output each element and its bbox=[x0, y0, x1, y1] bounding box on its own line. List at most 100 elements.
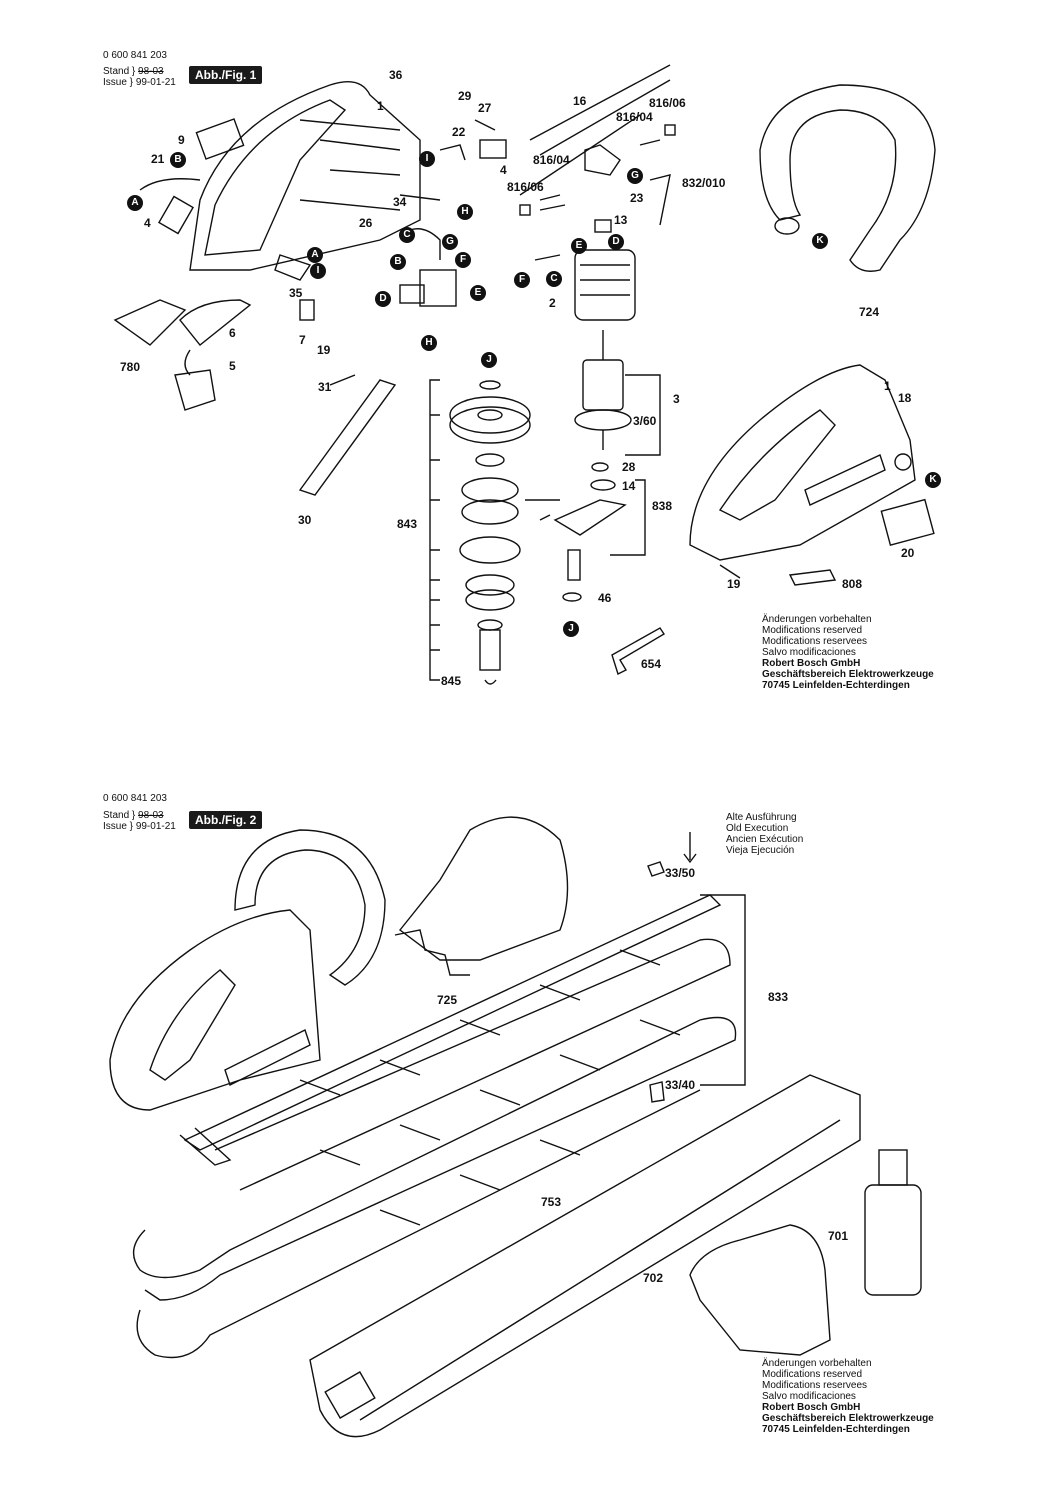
fig2-label-725: 725 bbox=[437, 993, 458, 1007]
fig2-old-line3: Ancien Exécution bbox=[726, 834, 804, 845]
fig1-callout-h1: H bbox=[457, 204, 473, 220]
fig2-label-701: 701 bbox=[828, 1229, 849, 1243]
fig2-old-date: 98-03 bbox=[138, 810, 164, 821]
fig2-stand-label: Stand bbox=[103, 810, 130, 821]
fig1-callout-a2: A bbox=[307, 247, 323, 263]
trimmer-body bbox=[109, 909, 321, 1111]
fig1-note-line2: Modifications reserved bbox=[762, 625, 863, 636]
fig1-label-724: 724 bbox=[859, 305, 880, 319]
fig1-label-31: 31 bbox=[318, 380, 332, 394]
fig1-callout-k1: K bbox=[812, 233, 828, 249]
trimmer-handle bbox=[234, 829, 386, 986]
fig1-date: 99-01-21 bbox=[135, 77, 176, 88]
fig1-label-816-04a: 816/04 bbox=[616, 110, 653, 124]
fig2-note-line3: Modifications reservees bbox=[762, 1380, 868, 1391]
fig1-callout-j2: J bbox=[563, 621, 579, 637]
fig1-label-26: 26 bbox=[359, 216, 373, 230]
fig2-part-number: 0 600 841 203 bbox=[103, 793, 167, 804]
blade-scabbard bbox=[309, 1074, 861, 1438]
fig2-old-line2: Old Execution bbox=[726, 823, 789, 834]
cutter-bar bbox=[183, 894, 722, 1151]
fig1-label-6: 6 bbox=[229, 326, 236, 340]
crank-plate bbox=[553, 499, 627, 536]
fig1-callout-a1: A bbox=[127, 195, 143, 211]
fig2-label-753: 753 bbox=[541, 1195, 562, 1209]
fig1-label-19: 19 bbox=[317, 343, 331, 357]
fig1-callout-k2: K bbox=[925, 472, 941, 488]
fig2-label-33-40: 33/40 bbox=[665, 1078, 696, 1092]
fig2-note-company: Robert Bosch GmbH bbox=[762, 1402, 861, 1413]
fig1-note-division: Geschäftsbereich Elektrowerkzeuge bbox=[762, 669, 934, 680]
fig2-stand-block: Stand } 98-03 Issue } 99-01-21 bbox=[103, 810, 176, 832]
oil-bottle bbox=[864, 1184, 922, 1296]
fig1-label-46: 46 bbox=[598, 591, 612, 605]
fig1-label-20: 20 bbox=[901, 546, 915, 560]
fig1-callout-d2: D bbox=[608, 234, 624, 250]
fig1-label-36: 36 bbox=[389, 68, 403, 82]
fig1-label-19b: 19 bbox=[727, 577, 741, 591]
fig2-issue-label: Issue bbox=[103, 821, 127, 832]
fig1-note-line3: Modifications reservees bbox=[762, 636, 868, 647]
fig1-label-816-06a: 816/06 bbox=[649, 96, 686, 110]
fig1-label-35: 35 bbox=[289, 286, 303, 300]
fig2-badge: Abb./Fig. 2 bbox=[189, 811, 263, 829]
hex-wrench bbox=[611, 627, 665, 675]
fig1-label-1b: 1 bbox=[884, 379, 891, 393]
fig2-old-execution: Alte Ausführung Old Execution Ancien Exé… bbox=[726, 812, 803, 856]
front-handle bbox=[759, 84, 936, 272]
fig1-stand-label: Stand bbox=[103, 66, 130, 77]
fig1-callout-c2: C bbox=[546, 271, 562, 287]
fig1-label-808: 808 bbox=[842, 577, 863, 591]
fig2-label-702: 702 bbox=[643, 1271, 664, 1285]
fig1-callout-e1: E bbox=[470, 285, 486, 301]
fig2-note-division: Geschäftsbereich Elektrowerkzeuge bbox=[762, 1413, 934, 1424]
fig2-notes: Änderungen vorbehalten Modifications res… bbox=[762, 1358, 934, 1435]
fig1-label-5: 5 bbox=[229, 359, 236, 373]
fig2-old-line4: Vieja Ejecución bbox=[726, 845, 795, 856]
fig2-note-line2: Modifications reserved bbox=[762, 1369, 863, 1380]
fig1-label-23: 23 bbox=[630, 191, 644, 205]
fig1-label-34: 34 bbox=[393, 195, 407, 209]
fig2-label-33-50: 33/50 bbox=[665, 866, 696, 880]
fig1-label-29: 29 bbox=[458, 89, 472, 103]
fig1-label-1: 1 bbox=[377, 99, 384, 113]
fig1-label-13: 13 bbox=[614, 213, 628, 227]
fig1-note-line4: Salvo modificaciones bbox=[762, 647, 856, 658]
fig1-callout-h2: H bbox=[421, 335, 437, 351]
fig1-callout-b2: B bbox=[390, 254, 406, 270]
fig1-callout-b1: B bbox=[170, 152, 186, 168]
fig1-label-14: 14 bbox=[622, 479, 636, 493]
fig1-callout-d1: D bbox=[375, 291, 391, 307]
fig1-note-line1: Änderungen vorbehalten bbox=[762, 614, 872, 625]
fig1-label-7: 7 bbox=[299, 333, 306, 347]
fig1-label-30: 30 bbox=[298, 513, 312, 527]
fig1-label-18: 18 bbox=[898, 391, 912, 405]
housing-half-right bbox=[689, 364, 916, 561]
fig1-label-4: 4 bbox=[500, 163, 507, 177]
blade-guard-bar bbox=[298, 379, 397, 496]
fig2-label-833: 833 bbox=[768, 990, 789, 1004]
fig1-label-4b: 4 bbox=[144, 216, 151, 230]
housing-half-left bbox=[189, 81, 421, 271]
hand-guard bbox=[399, 816, 569, 961]
fig1-label-21: 21 bbox=[151, 152, 165, 166]
fig1-label-22: 22 bbox=[452, 125, 466, 139]
fig1-label-816-04b: 816/04 bbox=[533, 153, 570, 167]
fig1-label-845: 845 bbox=[441, 674, 462, 688]
fig1-callout-j1: J bbox=[481, 352, 497, 368]
motor-field bbox=[574, 249, 636, 321]
fig1-notes: Änderungen vorbehalten Modifications res… bbox=[762, 614, 934, 691]
fig2-date: 99-01-21 bbox=[135, 821, 176, 832]
fig2-note-line4: Salvo modificaciones bbox=[762, 1391, 856, 1402]
fig1-badge: Abb./Fig. 1 bbox=[189, 66, 263, 84]
cable-clip bbox=[113, 299, 187, 346]
fig1-note-company: Robert Bosch GmbH bbox=[762, 658, 861, 669]
fig1-stand-block: Stand } 98-03 Issue } 99-01-21 bbox=[103, 66, 176, 88]
fig1-label-838: 838 bbox=[652, 499, 673, 513]
fig1-callout-c1: C bbox=[399, 227, 415, 243]
fig1-label-28: 28 bbox=[622, 460, 636, 474]
fig1-callout-e2: E bbox=[571, 238, 587, 254]
cutter-blade-upper bbox=[132, 1016, 737, 1301]
